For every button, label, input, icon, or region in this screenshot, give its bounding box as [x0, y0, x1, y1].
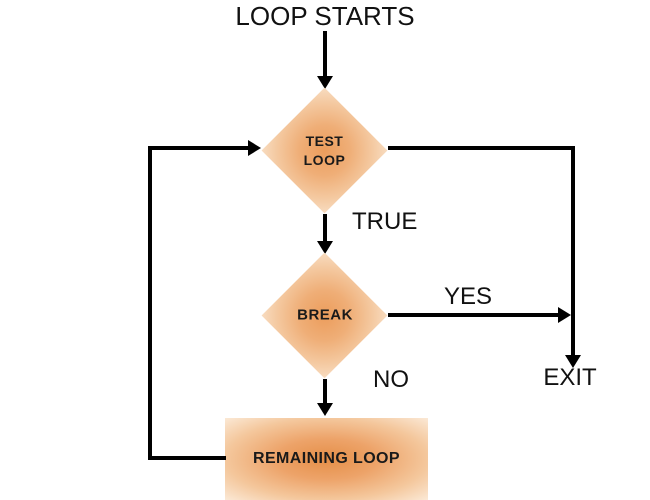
connector-break-to-exit — [388, 313, 558, 317]
connector-remaining-to-test-top — [148, 146, 250, 150]
connector-start-to-test — [323, 31, 327, 78]
start-label: LOOP STARTS — [235, 1, 415, 31]
arrowhead-remaining-to-test-icon — [248, 140, 261, 156]
test-loop-label-line1: TEST — [305, 132, 344, 149]
arrowhead-break-to-exit-icon — [558, 307, 571, 323]
connector-test-to-exit-horizontal — [388, 146, 575, 150]
connector-break-to-remaining — [323, 379, 327, 405]
arrowhead-start-to-test-icon — [317, 76, 333, 89]
connector-remaining-to-test-bottom — [148, 456, 226, 460]
edge-label-true: TRUE — [352, 208, 418, 235]
connector-remaining-to-test-vertical — [148, 146, 152, 460]
connector-test-to-break — [323, 214, 327, 242]
node-break: BREAK — [261, 252, 388, 379]
arrowhead-to-exit-icon — [565, 355, 581, 368]
arrowhead-test-to-break-icon — [317, 241, 333, 254]
node-test-loop: TEST LOOP — [261, 87, 388, 214]
arrowhead-break-to-remaining-icon — [317, 403, 333, 416]
exit-label: EXIT — [543, 364, 597, 391]
break-label: BREAK — [296, 306, 353, 324]
connector-test-to-exit-vertical — [571, 146, 575, 357]
remaining-loop-label: REMAINING LOOP — [253, 450, 400, 467]
edge-label-no: NO — [373, 366, 409, 393]
edge-label-yes: YES — [444, 283, 493, 310]
test-loop-label: TEST LOOP — [304, 132, 346, 170]
node-remaining-loop: REMAINING LOOP — [225, 418, 428, 500]
test-loop-label-line2: LOOP — [303, 151, 346, 168]
